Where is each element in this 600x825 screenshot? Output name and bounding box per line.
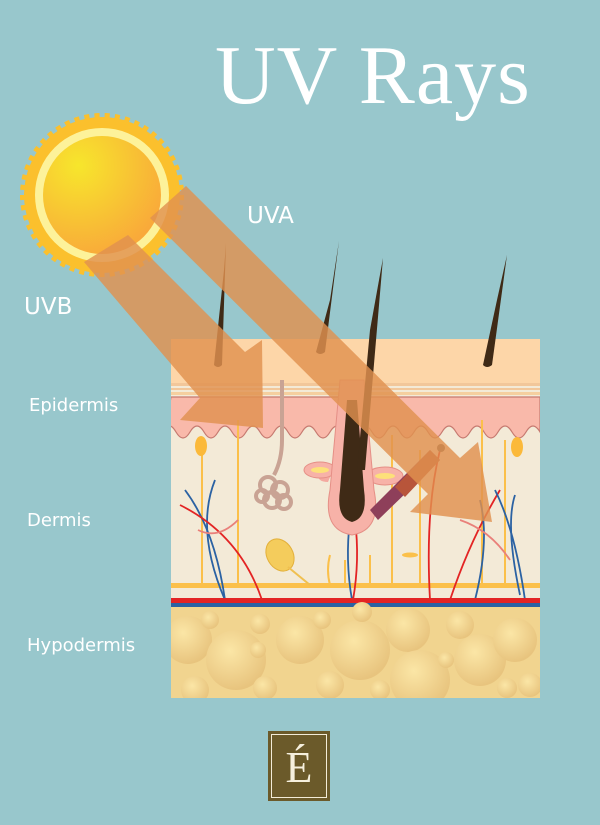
- epidermis-label: Epidermis: [29, 395, 119, 416]
- uvb-label: UVB: [24, 294, 73, 320]
- logo-glyph: É: [271, 734, 327, 798]
- brand-logo: É: [268, 731, 330, 801]
- uva-label: UVA: [247, 203, 294, 229]
- uva-ray-arrow: [150, 186, 492, 522]
- hypodermis-label: Hypodermis: [27, 635, 136, 656]
- page-title: UV Rays: [215, 29, 531, 122]
- uvb-ray-arrow: [84, 235, 263, 428]
- sun-icon: [20, 113, 184, 277]
- dermis-label: Dermis: [27, 510, 91, 531]
